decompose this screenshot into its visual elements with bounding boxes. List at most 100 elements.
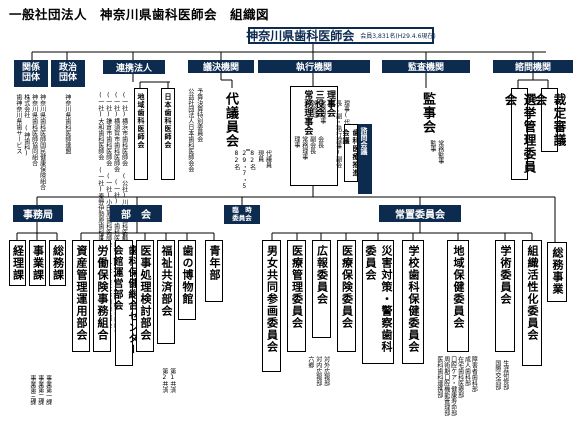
rijikai-detail-2: 長(副・執行理事)副会 xyxy=(334,100,342,168)
jigyo-ka-note-2: 事業第二課 xyxy=(36,375,44,405)
kankei-list: 神奈川県歯科医師国民健康保険組合 神奈川県歯科医師協同組合 株式会社 (神歯科)… xyxy=(14,94,46,190)
kankei-header-line-2: 団体 xyxy=(21,72,40,83)
rijikai-detail-5: 常務理 xyxy=(310,100,318,118)
rijikai-box: 理事会 三役会 常務理事会 xyxy=(290,86,338,186)
gakujutsu-note-1: 生涯研修部 xyxy=(501,360,509,390)
renkei-side-2: 公益社団法人日本歯科医師会会 xyxy=(186,88,194,172)
seiji-header-line-2: 団体 xyxy=(58,72,77,83)
kanjikai-detail-2: 監事 xyxy=(428,140,436,152)
chiiki-shikai-box: 地域歯科医師会 xyxy=(134,88,148,180)
rijikai-main-detail-2: 副会長 xyxy=(308,136,316,154)
somu-ka-box: 総務課 xyxy=(49,240,66,286)
jigyo-ka-box: 事業課 xyxy=(29,240,46,286)
chiiki-note-2: 成人歯科部 xyxy=(463,356,471,386)
kankei-item-4: 歯神奈川県歯サービス xyxy=(14,94,22,154)
seiji-header-line-1: 政治 xyxy=(58,62,77,73)
rijikai-main-detail-1: 会長 xyxy=(316,136,324,148)
gakujutsu-notes: 生涯研修部 国際交流部 xyxy=(493,360,509,390)
daigiin-detail-4: 29・7・5 xyxy=(240,150,248,190)
kanjikai-detail-1: 常務監事 xyxy=(436,140,444,164)
rijikai-detail-3: 長 xyxy=(326,100,334,106)
kankei-item-2: 神奈川県歯科医師協同組合 xyxy=(30,94,38,166)
chiiki-hoken-box: 地域保健委員会 xyxy=(447,240,469,352)
iryo-hoken-box: 医療保険委員会 xyxy=(337,240,356,352)
kouhou-note-3: 六郷 xyxy=(306,356,314,368)
rijikai-main-detail-3: 常務理事 xyxy=(300,136,308,160)
jigyo-ka-note-1: 事業第一課 xyxy=(44,375,52,405)
somu-jigyo-box: 総務事業 xyxy=(547,242,567,302)
kankei-item-1: 神奈川県歯科医師国民健康保険組合 xyxy=(38,94,46,190)
soshiki-kasseika-box: 組織活性化委員会 xyxy=(522,240,542,366)
rijikai-main-2: 三役会 xyxy=(313,90,324,117)
daigiinkai-details: 代議員 現員 82名 29・7・5 82名 xyxy=(232,150,272,190)
kouhou-notes: 対外広報部 対内広報部 六郷 xyxy=(306,356,330,386)
nichi-shikai-box: 日本歯科医師会 xyxy=(161,88,175,180)
fukushi-kyosai-box: 福祉共済部会 xyxy=(157,240,175,344)
chiiki-note-1: 障害者歯科部 xyxy=(470,356,478,392)
kouhou-note-2: 対内広報部 xyxy=(314,356,322,386)
rinji-header-line-2: 委員会 xyxy=(232,213,252,222)
danjo-box: 男女共同参画委員会 xyxy=(262,240,281,372)
rijikai-main-list: 理事会 三役会 常務理事会 xyxy=(291,87,337,138)
rijikai-main-3: 常務理事会 xyxy=(302,90,313,135)
rinji-header-line-1: 臨 時 xyxy=(232,206,252,215)
bukai-header: 部 会 xyxy=(110,205,162,222)
rijikai-main-details: 会長 副会長 常務理事 理事 xyxy=(292,136,324,160)
shimon-kaigi-box: 諮問会議 xyxy=(358,124,372,194)
renkei-side-1: 予算決算特別委員会 xyxy=(195,88,203,142)
shika-hoken-center-box: 歯科保健総合センター会館運営部会 xyxy=(111,240,137,366)
root-note: 会員3,831名(H29.4.6現在) xyxy=(360,33,436,40)
gakujutsu-note-2: 国際交流部 xyxy=(493,360,501,390)
gakko-box: 学校歯科保健委員会 xyxy=(402,240,424,364)
kankei-header-line-1: 関係 xyxy=(21,62,40,73)
rijikai-main-detail-4: 理事 xyxy=(292,136,300,148)
seiji-item: 神奈川県歯科医師連盟 xyxy=(63,94,71,154)
kansa-header: 監査機関 xyxy=(382,60,470,73)
kankei-header: 関係 団体 xyxy=(14,60,48,87)
chiiki-note-6: 医科歯科連携部 xyxy=(435,356,443,398)
daigiinkai: 代議員会 xyxy=(222,92,238,148)
kanjikai: 監事会 xyxy=(419,92,435,134)
seinenbu-box: 青年部 xyxy=(205,240,223,302)
root-node: 神奈川県歯科医師会 会員3,831名(H29.4.6現在) xyxy=(246,27,436,44)
gakujutsu-box: 学術委員会 xyxy=(495,240,515,352)
rijikai-detail-4: 常務理事 xyxy=(318,100,326,124)
page-title: 一般社団法人 神奈川県歯科医師会 組織図 xyxy=(9,7,270,22)
daigiin-detail-5: 82名 xyxy=(232,150,240,170)
shikko-header: 執行機関 xyxy=(258,60,370,73)
renkei-item-3: (一社)鎌倉市歯科医師会 (一社)小田原歯科医師会 (一社)厚木市歯科医師会 xyxy=(104,92,112,328)
rijikai-main-1: 理事会 xyxy=(325,90,335,117)
fukushi-notes: 第1共済 第2共済 xyxy=(160,368,176,393)
jigyo-ka-notes: 事業第一課 事業第二課 事業第三課 xyxy=(28,375,52,405)
chiiki-notes: 障害者歯科部 成人歯科部 在宅歯科医療部 口腔ケア・健康寿命部 周術期口腔機能管… xyxy=(435,356,478,416)
senkyo-kanri-box: 選挙管理委員会 xyxy=(503,88,537,180)
renkei-header: 連携法人 xyxy=(103,60,165,74)
josetsu-header: 常置委員会 xyxy=(379,205,461,222)
jigyo-ka-note-3: 事業第三課 xyxy=(28,375,36,405)
rodo-hoken-box: 労働保険事務組合 xyxy=(93,240,111,352)
shika-iryo-box: 歯科医療推進会議 xyxy=(342,124,360,182)
jimukyoku-header: 事務局 xyxy=(13,205,63,222)
rinji-header: 臨 時 委員会 xyxy=(224,205,260,224)
chiiki-note-5: 周術期口腔機能管理部 xyxy=(442,356,450,416)
root-name: 神奈川県歯科医師会 xyxy=(246,29,355,43)
renkei-side-list: 予算決算特別委員会 公益社団法人日本歯科医師会会 xyxy=(186,88,203,172)
daigiin-detail-3: 82名 xyxy=(248,150,256,170)
kankei-item-3: 株式会社 (神歯科) xyxy=(22,94,30,157)
saitei-shingi-box: 裁定審議会 xyxy=(533,88,567,152)
kouhou-note-1: 対外広報部 xyxy=(322,356,330,386)
seiji-header: 政治 団体 xyxy=(51,60,85,87)
shimon-kaigi-label: 諮問会議 xyxy=(360,127,369,155)
saigai-box: 災害対策・警察歯科委員会 xyxy=(362,240,394,364)
iji-shori-box: 医事処理検討部会 xyxy=(136,240,154,352)
kouhou-box: 広報委員会 xyxy=(312,240,331,338)
keiri-ka-box: 経理課 xyxy=(9,240,26,286)
shisan-kanri-box: 資産管理運用部会 xyxy=(72,240,90,352)
daigiin-detail-2: 現員 xyxy=(256,150,264,162)
shimon-header: 諮問機関 xyxy=(493,60,573,73)
ha-no-hakubutsukan-box: 歯の博物館 xyxy=(178,240,196,320)
iryo-kanri-box: 医療管理委員会 xyxy=(287,240,306,352)
chiiki-note-4: 口腔ケア・健康寿命部 xyxy=(449,356,457,416)
giketsu-header: 議決機関 xyxy=(188,60,254,73)
